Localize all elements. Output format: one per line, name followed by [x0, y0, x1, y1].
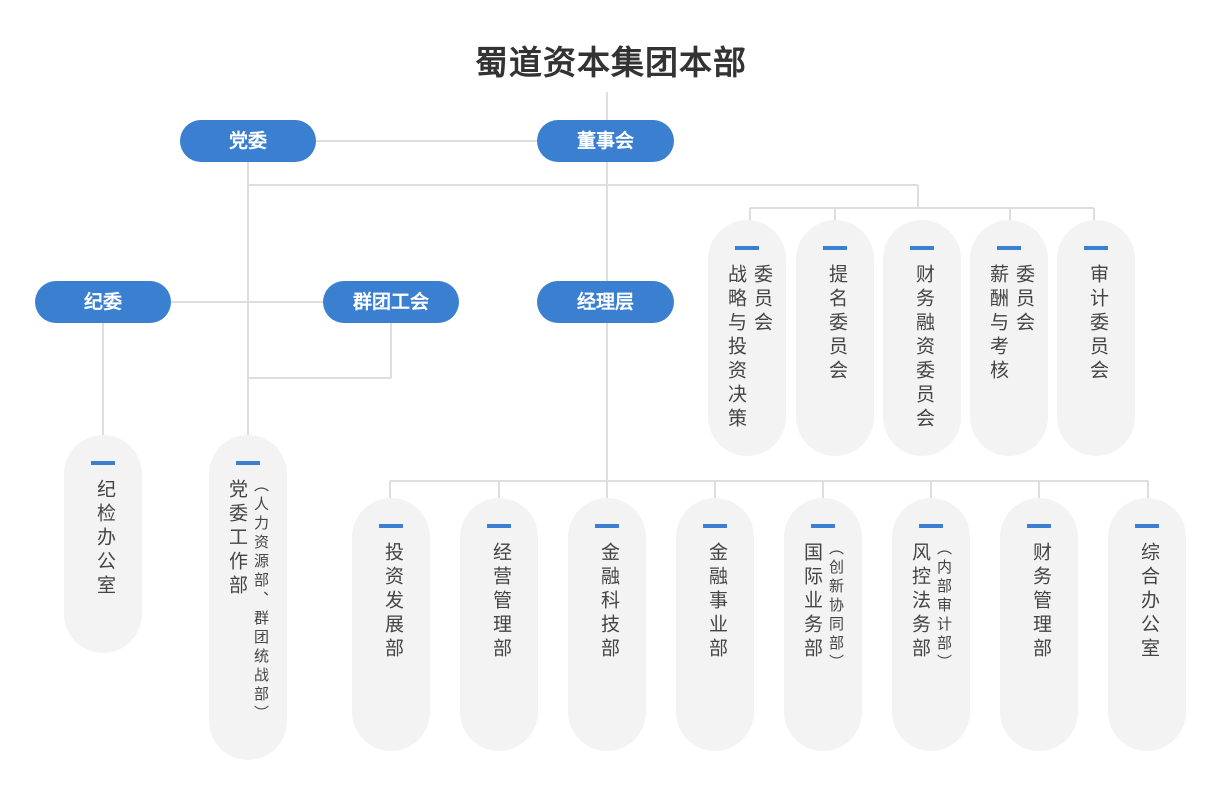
dept-card-international: 国际业务部 （创新协同部）	[784, 498, 862, 751]
committee-label: 财务融资委员会	[913, 264, 935, 432]
discipline-office-card: 纪检办公室	[64, 435, 142, 653]
dept-label: 财务管理部	[1030, 542, 1052, 662]
accent-bar	[1084, 246, 1108, 250]
accent-bar	[703, 524, 727, 528]
committee-card-compensation: 委员会 薪酬与考核	[970, 220, 1048, 456]
dept-label: 国际业务部	[801, 542, 823, 662]
dept-card-general-office: 综合办公室	[1108, 498, 1186, 751]
party-committee-node: 党委	[180, 120, 316, 162]
dept-card-financial-business: 金融事业部	[676, 498, 754, 751]
party-work-dept-sublabel: （人力资源部、群团统战部）	[252, 477, 270, 724]
committee-label: 审计委员会	[1087, 264, 1109, 384]
dept-label: 金融事业部	[706, 542, 728, 662]
accent-bar	[997, 246, 1021, 250]
dept-card-risk-legal: 风控法务部 （内部审计部）	[892, 498, 970, 751]
page-title: 蜀道资本集团本部	[475, 43, 747, 82]
union-node: 群团工会	[323, 281, 459, 323]
accent-bar	[1027, 524, 1051, 528]
dept-card-finance: 财务管理部	[1000, 498, 1078, 751]
committee-label-line1: 委员会	[751, 264, 773, 336]
board-node: 董事会	[537, 120, 674, 162]
management-node: 经理层	[537, 281, 674, 323]
dept-label: 经营管理部	[490, 542, 512, 662]
accent-bar	[91, 461, 115, 465]
accent-bar	[823, 246, 847, 250]
committee-card-audit: 审计委员会	[1057, 220, 1135, 456]
accent-bar	[487, 524, 511, 528]
accent-bar	[236, 461, 260, 465]
discipline-office-label: 纪检办公室	[94, 479, 116, 599]
committee-label: 提名委员会	[826, 264, 848, 384]
accent-bar	[811, 524, 835, 528]
accent-bar	[910, 246, 934, 250]
party-work-dept-card: 党委工作部 （人力资源部、群团统战部）	[209, 435, 287, 760]
dept-card-investment: 投资发展部	[352, 498, 430, 751]
dept-label: 风控法务部	[909, 542, 931, 662]
committee-label-line1: 委员会	[1013, 264, 1035, 336]
committee-card-finance: 财务融资委员会	[883, 220, 961, 456]
dept-card-fintech: 金融科技部	[568, 498, 646, 751]
dept-sublabel: （创新协同部）	[827, 540, 845, 673]
discipline-committee-node: 纪委	[35, 281, 171, 323]
dept-label: 投资发展部	[382, 542, 404, 662]
committee-label-line2: 薪酬与考核	[987, 264, 1009, 384]
accent-bar	[735, 246, 759, 250]
committee-card-strategy: 委员会 战略与投资决策	[708, 220, 786, 456]
dept-card-operations: 经营管理部	[460, 498, 538, 751]
committee-card-nomination: 提名委员会	[796, 220, 874, 456]
dept-label: 金融科技部	[598, 542, 620, 662]
accent-bar	[1135, 524, 1159, 528]
committee-label-line2: 战略与投资决策	[725, 264, 747, 432]
party-work-dept-label: 党委工作部	[226, 479, 248, 599]
accent-bar	[379, 524, 403, 528]
accent-bar	[919, 524, 943, 528]
dept-label: 综合办公室	[1138, 542, 1160, 662]
accent-bar	[595, 524, 619, 528]
dept-sublabel: （内部审计部）	[935, 540, 953, 673]
